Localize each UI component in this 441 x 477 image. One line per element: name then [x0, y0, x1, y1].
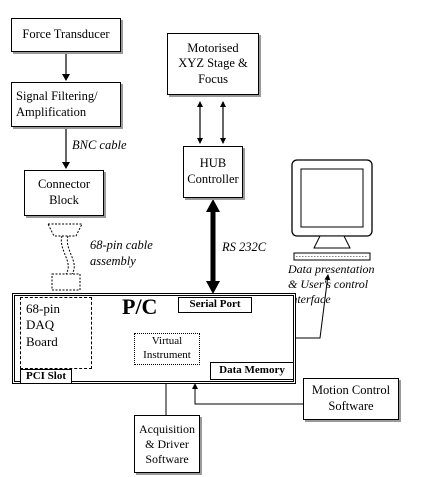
data-memory-box: Data Memory — [210, 362, 294, 380]
monitor-icon — [291, 159, 373, 261]
daq-board-label: 68-pin DAQ Board — [26, 301, 60, 349]
signal-filtering-box: Signal Filtering/ Amplification — [11, 82, 121, 127]
acquisition-driver-box: Acquisition & Driver Software — [134, 415, 200, 473]
pin-cable-label: 68-pin cable assembly — [90, 238, 153, 268]
daq-board-box — [20, 297, 92, 369]
pc-title: P/C — [122, 294, 158, 319]
hub-controller-box: HUB Controller — [183, 146, 243, 198]
arrow-motion-to-pc — [192, 383, 303, 405]
bnc-cable-label: BNC cable — [72, 138, 127, 152]
data-presentation-label: Data presentation & User's control inter… — [288, 262, 375, 306]
motorised-stage-box: Motorised XYZ Stage & Focus — [167, 33, 259, 95]
rs232c-label: RS 232C — [222, 240, 267, 254]
virtual-instrument-box: Virtual Instrument — [134, 333, 200, 365]
force-transducer-box: Force Transducer — [11, 18, 121, 52]
pci-slot-box: PCI Slot — [20, 369, 72, 384]
pin-cable-plug — [47, 223, 83, 291]
connector-block-box: Connector Block — [24, 170, 104, 216]
motion-control-box: Motion Control Software — [303, 378, 399, 420]
serial-port-box: Serial Port — [178, 297, 252, 313]
